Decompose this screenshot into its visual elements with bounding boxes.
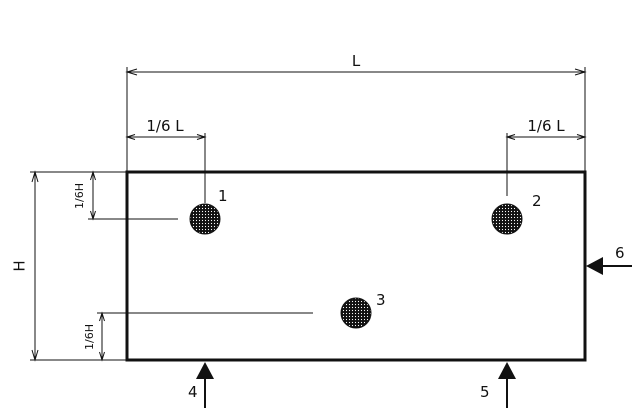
dimension-length xyxy=(125,67,587,172)
point-3-label: 3 xyxy=(376,291,386,309)
bottom-offset-label: 1/6H xyxy=(83,324,96,350)
arrow-4 xyxy=(196,362,214,408)
point-2-circle xyxy=(491,203,523,235)
arrow-6-label: 6 xyxy=(615,244,625,262)
dimension-top-offset xyxy=(88,170,178,221)
point-1-circle xyxy=(189,203,221,235)
point-3-circle xyxy=(340,297,372,329)
left-offset-label: 1/6 L xyxy=(146,117,184,135)
dimension-height xyxy=(30,170,127,362)
point-1-label: 1 xyxy=(218,187,228,205)
dimension-bottom-offset xyxy=(97,311,313,362)
main-rectangle xyxy=(125,170,587,362)
dimension-right-offset xyxy=(505,133,587,196)
height-label: H xyxy=(11,260,29,271)
top-offset-label: 1/6H xyxy=(73,183,86,209)
dimension-left-offset xyxy=(125,133,207,203)
arrow-5-label: 5 xyxy=(480,383,490,401)
length-label: L xyxy=(352,52,361,70)
arrow-6 xyxy=(586,257,632,275)
point-2-label: 2 xyxy=(532,192,542,210)
arrow-5 xyxy=(498,362,516,408)
right-offset-label: 1/6 L xyxy=(527,117,565,135)
arrow-4-label: 4 xyxy=(188,383,198,401)
